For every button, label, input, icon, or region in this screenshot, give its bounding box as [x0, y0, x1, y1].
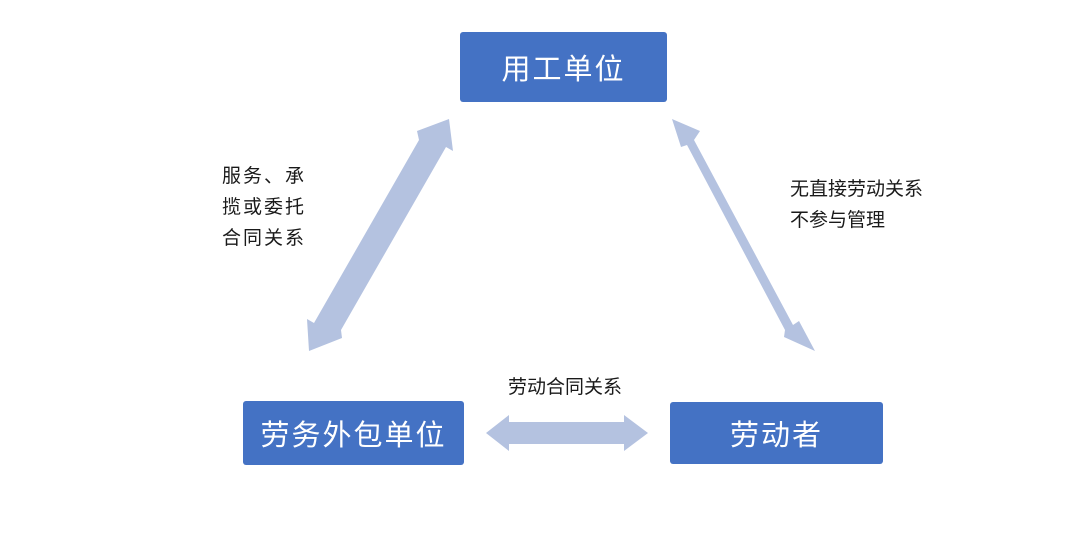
edge-label-employer-worker: 无直接劳动关系 不参与管理: [790, 178, 924, 231]
worker-label: 劳动者: [729, 418, 823, 452]
edge-label-employer-outsourcer: 服务、承 揽或委托 合同关系: [222, 165, 307, 249]
arrow-employer-worker: [672, 119, 815, 351]
outsourcer-label: 劳务外包单位: [260, 418, 447, 452]
worker-node: 劳动者: [670, 402, 883, 464]
outsourcer-node: 劳务外包单位: [243, 401, 464, 465]
employer-node: 用工单位: [460, 32, 667, 102]
employer-label: 用工单位: [501, 52, 626, 86]
arrow-employer-outsourcer: [307, 119, 453, 351]
arrow-outsourcer-worker: [486, 415, 648, 451]
edge-label-outsourcer-worker: 劳动合同关系: [508, 376, 623, 398]
